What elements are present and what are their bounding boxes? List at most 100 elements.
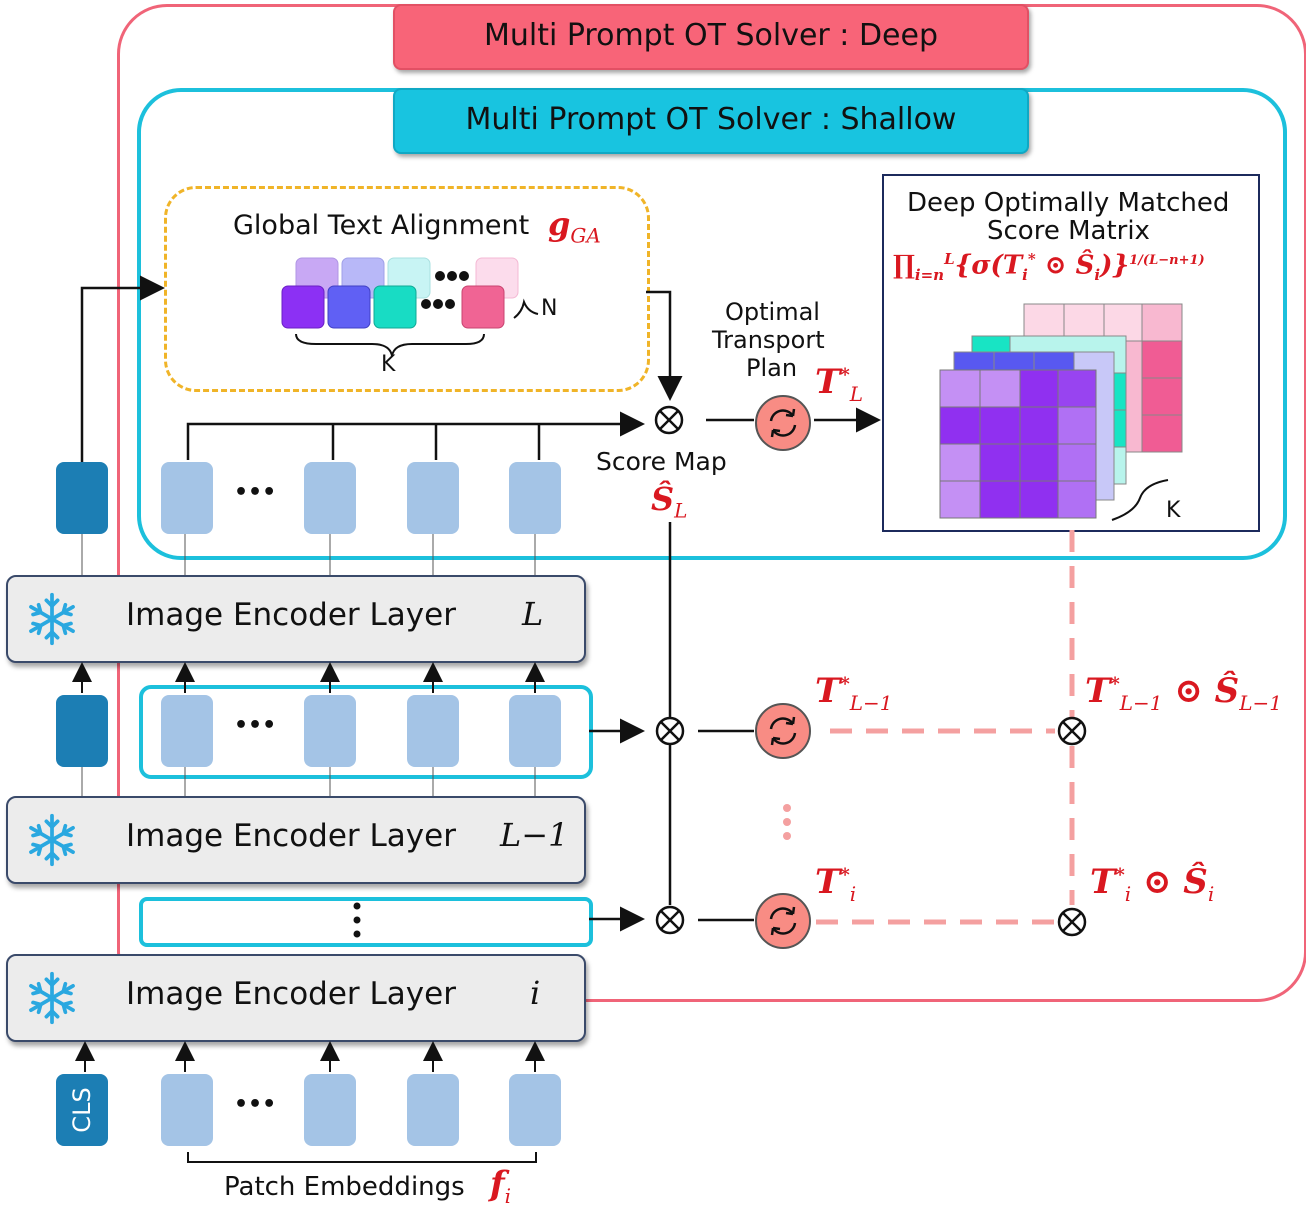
ts-lm1-star: * — [1110, 673, 1120, 695]
gta-to-score-arrow — [646, 290, 683, 401]
patch-token — [407, 1074, 459, 1146]
gta-g: g — [548, 205, 571, 243]
patch-token — [161, 695, 213, 767]
ts-i-label: T*i ⊙ Ŝi — [1090, 862, 1214, 906]
matrix-formula: ∏i=nL{σ(Ti* ⊙ Ŝi)}1/(L−n+1) — [893, 250, 1205, 284]
f-f: f — [490, 1164, 505, 1204]
image-encoder-layer-L: Image Encoder Layer L — [6, 575, 586, 663]
cls-token-L — [56, 462, 108, 534]
ts-lm1-label: T*L−1 ⊙ ŜL−1 — [1085, 671, 1282, 715]
matrix-layer-purple — [939, 369, 1097, 519]
gta-prompt-grid — [281, 257, 519, 329]
t-lm1-T: T — [815, 671, 841, 711]
t-lm1-star: * — [840, 673, 850, 695]
score-map-label: Score Map — [596, 447, 727, 476]
formula-part1: {σ(T — [954, 250, 1023, 281]
layer-index: i — [530, 974, 541, 1012]
ot-label-line2: Transport — [712, 326, 825, 354]
deep-banner-label: Multi Prompt OT Solver : Deep — [483, 18, 938, 53]
patch-brace — [187, 1152, 537, 1163]
snowflake-icon — [29, 971, 75, 1025]
global-text-alignment-box — [164, 186, 650, 392]
f-i-label: fi — [490, 1164, 511, 1208]
matrix-k-label: K — [1166, 498, 1181, 523]
patch-token — [407, 695, 459, 767]
ot-solver-icon — [755, 893, 811, 949]
cls-token-L-1 — [56, 695, 108, 767]
t-lm1-label: T*L−1 — [815, 671, 893, 715]
patch-embeddings-label: Patch Embeddings — [224, 1172, 465, 1202]
t-l-label: T*L — [815, 362, 863, 406]
t-l-star: * — [840, 364, 850, 386]
shallow-banner-label: Multi Prompt OT Solver : Shallow — [465, 102, 957, 137]
ellipsis: ••• — [234, 713, 277, 738]
ts-i-sub2: i — [1207, 881, 1215, 906]
gta-n-brace — [513, 298, 539, 319]
formula-part3: )} — [1100, 250, 1130, 281]
t-i-sub: i — [849, 881, 857, 906]
snowflake-icon — [29, 592, 75, 646]
ts-i-T: T — [1090, 862, 1116, 902]
matrix-title-line2: Score Matrix — [987, 216, 1150, 246]
ts-lm1-sub2: L−1 — [1239, 690, 1282, 715]
matrix-k-brace — [1111, 479, 1169, 521]
gta-k-label: K — [381, 352, 396, 377]
t-lm1-sub: L−1 — [849, 690, 893, 715]
image-encoder-layer-i: Image Encoder Layer i — [6, 954, 586, 1042]
deep-banner: Multi Prompt OT Solver : Deep — [393, 4, 1029, 70]
gta-n-label: N — [541, 296, 558, 321]
patch-token — [161, 1074, 213, 1146]
patch-token — [509, 462, 561, 534]
t-l-sub: L — [849, 381, 864, 406]
ellipsis: ••• — [234, 480, 277, 505]
layer-index: L — [522, 595, 544, 633]
layer-label: Image Encoder Layer — [126, 597, 456, 633]
token-bracket-L — [186, 411, 645, 460]
patch-token — [304, 1074, 356, 1146]
shallow-banner: Multi Prompt OT Solver : Shallow — [393, 88, 1029, 154]
ts-lm1-sub: L−1 — [1119, 690, 1163, 715]
snowflake-icon — [29, 813, 75, 867]
otimes-icon — [1057, 907, 1087, 937]
t-i-star: * — [840, 864, 850, 886]
ts-i-sub: i — [1124, 881, 1132, 906]
s-l-label: ŜL — [651, 480, 687, 522]
ot-solver-icon — [755, 703, 811, 759]
patch-token — [407, 462, 459, 534]
ts-lm1-op: ⊙ Ŝ — [1162, 671, 1240, 711]
ts-lm1-T: T — [1085, 671, 1111, 711]
ts-i-op: ⊙ Ŝ — [1131, 862, 1208, 902]
patch-token — [509, 695, 561, 767]
patch-token — [509, 1074, 561, 1146]
gta-sub: GA — [570, 223, 601, 248]
cls-token-input: CLS — [56, 1074, 108, 1146]
layer-index: L−1 — [500, 816, 569, 854]
gta-title: Global Text Alignment — [233, 210, 530, 241]
otimes-icon — [1057, 716, 1087, 746]
s-l-sub: L — [674, 498, 688, 523]
layer-label: Image Encoder Layer — [126, 818, 456, 854]
prod-symbol: ∏ — [893, 250, 915, 281]
formula-star: * — [1027, 250, 1036, 268]
patch-token — [161, 462, 213, 534]
matrix-title-line1: Deep Optimally Matched — [907, 188, 1230, 218]
layer-label: Image Encoder Layer — [126, 976, 456, 1012]
patch-token — [304, 462, 356, 534]
ts-i-star: * — [1115, 864, 1125, 886]
patch-token — [304, 695, 356, 767]
f-sub: i — [504, 1183, 512, 1208]
ot-label-line3: Plan — [746, 354, 798, 382]
image-encoder-layer-L-1: Image Encoder Layer L−1 — [6, 796, 586, 884]
t-l-T: T — [815, 362, 841, 402]
ellipsis: ••• — [234, 1092, 277, 1117]
t-i-label: T*i — [815, 862, 856, 906]
prompt-box-i — [139, 897, 593, 947]
otimes-icon — [654, 405, 684, 435]
gta-math-label: gGA — [548, 205, 601, 247]
ot-label-line1: Optimal — [725, 298, 820, 326]
score-matrix-stack — [939, 303, 1183, 519]
gta-k-brace — [295, 333, 485, 357]
ot-solver-icon — [755, 395, 811, 451]
s-l-S: Ŝ — [651, 480, 675, 518]
